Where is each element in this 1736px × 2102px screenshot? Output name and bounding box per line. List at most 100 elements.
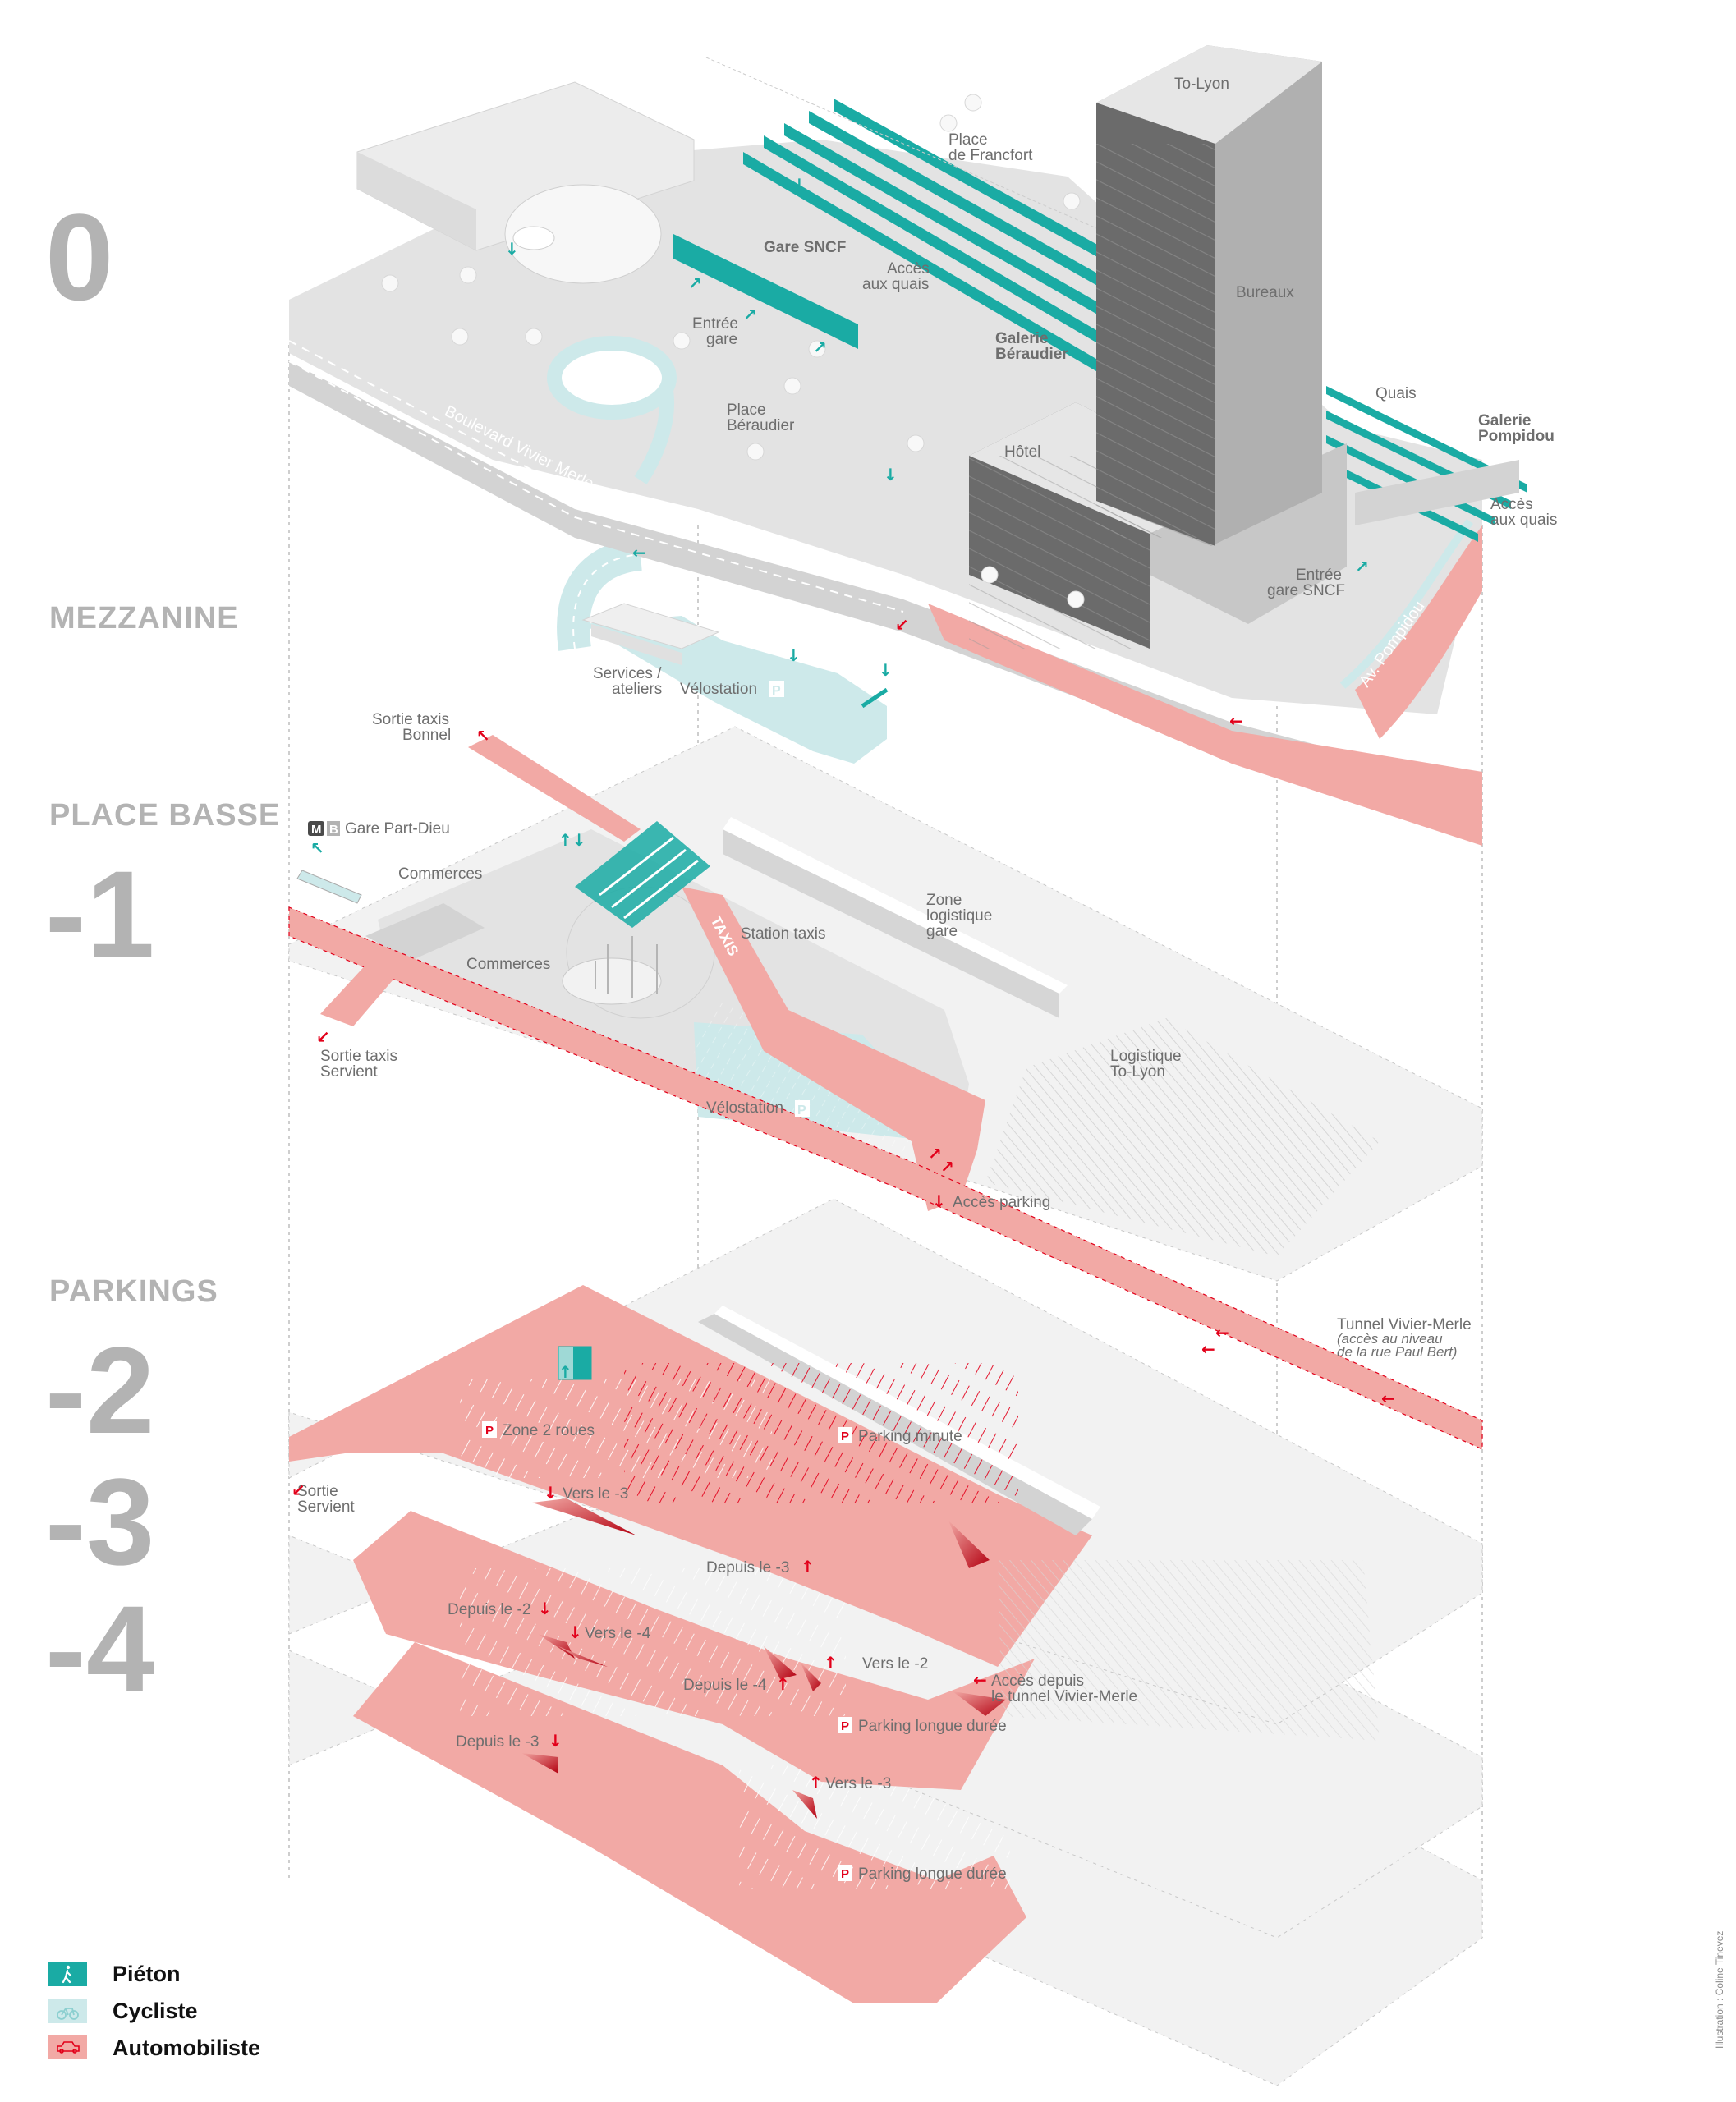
legend-item-motorist: Automobiliste xyxy=(48,2035,260,2060)
arrow-down-icon: ↓ xyxy=(549,1731,563,1751)
arrow-up-left-icon: ↖ xyxy=(476,726,490,746)
legend-label-cyclist: Cycliste xyxy=(113,1999,198,2023)
arrow-up-down-icon: ↑↓ xyxy=(558,1362,586,1382)
parking-tag-velostation xyxy=(795,1100,810,1117)
label-place-beraudier-1: Place xyxy=(727,402,766,419)
label-acces-quais-2b: aux quais xyxy=(1490,512,1557,529)
arrow-down-icon: ↓ xyxy=(787,645,801,665)
label-tunnel-2: (accès au niveau xyxy=(1337,1331,1443,1347)
parking-tag-longue-2 xyxy=(838,1865,852,1881)
taxi-exit-servient xyxy=(320,961,402,1026)
svg-text:B: B xyxy=(329,823,338,837)
ramp-vers-m3 xyxy=(532,1498,636,1535)
label-logistique-tolyon-1: Logistique xyxy=(1110,1048,1182,1065)
arrow-up-right-icon: ↗ xyxy=(940,1157,954,1177)
direction-arrows: ↓ ↓ ↗ ↗ ↗ ↓ ↗ ← ↓ ↓ ↙ ← ↖ ↖ ↑↓ ↙ ↗ ↗ ↓ ←… xyxy=(292,175,1395,1792)
arrow-down-icon: ↓ xyxy=(538,1599,552,1618)
bicycle-icon xyxy=(57,2008,79,2020)
label-vers-m2: Vers le -2 xyxy=(862,1655,928,1673)
arrow-up-right-icon: ↗ xyxy=(928,1144,942,1163)
svg-text:P: P xyxy=(772,684,781,698)
parking-floor-minus4 xyxy=(353,1642,1026,2003)
arrow-up-right-icon: ↗ xyxy=(688,273,702,293)
legend-item-cyclist: Cycliste xyxy=(48,1999,198,2023)
svg-text:M: M xyxy=(311,823,322,837)
label-gare-sncf: Gare SNCF xyxy=(764,239,846,256)
label-place-francfort-1: Place xyxy=(948,131,988,149)
label-parking-sortie-2: Servient xyxy=(297,1498,355,1516)
label-galerie-beraudier-2: Béraudier xyxy=(995,346,1068,363)
label-to-lyon: To-Lyon xyxy=(1174,76,1229,93)
legend-item-pedestrian: Piéton xyxy=(48,1962,181,1986)
label-place-francfort-2: de Francfort xyxy=(948,147,1033,164)
svg-text:P: P xyxy=(841,1430,849,1443)
label-acces-parking: Accès parking xyxy=(953,1194,1050,1211)
label-commerces-1: Commerces xyxy=(398,865,482,883)
level-minus4-number: -4 xyxy=(45,1580,154,1718)
label-zone-logistique-2: logistique xyxy=(926,907,992,925)
label-galerie-pompidou-2: Pompidou xyxy=(1478,428,1555,445)
illustration-credit: Illustration : Coline Tinevez xyxy=(1714,1931,1725,2049)
label-acces-tunnel-2: le tunnel Vivier-Merle xyxy=(991,1688,1137,1705)
level-mezzanine-name: MEZZANINE xyxy=(49,601,239,636)
arrow-up-right-icon: ↗ xyxy=(1355,557,1369,576)
svg-text:P: P xyxy=(841,1867,849,1881)
ramp-acces-tunnel xyxy=(953,1691,1006,1716)
arrow-left-icon: ← xyxy=(632,543,646,562)
label-entree-gare-sncf-2: gare SNCF xyxy=(1267,582,1345,599)
services-ateliers-block xyxy=(581,603,720,649)
ramp-vers-m2 xyxy=(801,1663,821,1691)
arrow-left-icon: ← xyxy=(1215,1323,1229,1342)
label-sortie-servient-1: Sortie taxis xyxy=(320,1048,397,1065)
label-sortie-servient-2: Servient xyxy=(320,1063,378,1081)
label-vers-m3-b: Vers le -3 xyxy=(825,1775,891,1792)
arrow-left-icon: ← xyxy=(973,1670,987,1690)
parking-tag-minute xyxy=(838,1427,852,1443)
label-entree-gare-2: gare xyxy=(706,331,737,348)
arrow-down-icon: ↓ xyxy=(932,1191,946,1211)
label-galerie-beraudier-1: Galerie xyxy=(995,330,1048,347)
label-place-beraudier-2: Béraudier xyxy=(727,417,795,434)
label-depuis-m3-b: Depuis le -3 xyxy=(456,1733,539,1751)
arrow-up-right-icon: ↗ xyxy=(743,305,757,324)
legend-swatch-motorist xyxy=(48,2035,87,2059)
legend-label-pedestrian: Piéton xyxy=(113,1962,181,1986)
level-place-basse-name: PLACE BASSE xyxy=(49,798,280,833)
arrow-down-icon: ↓ xyxy=(505,239,519,259)
ramp-depuis-m4 xyxy=(764,1646,797,1679)
label-entree-gare-1: Entrée xyxy=(692,315,738,333)
label-gare-part-dieu: Gare Part-Dieu xyxy=(345,820,450,838)
label-acces-tunnel-1: Accès depuis xyxy=(991,1673,1084,1690)
arrow-up-left-icon: ↖ xyxy=(310,838,324,858)
label-quais: Quais xyxy=(1375,385,1417,402)
parking-tag-2roues xyxy=(482,1421,497,1438)
car-icon xyxy=(57,2041,80,2054)
trees xyxy=(595,936,658,998)
arrow-down-left-icon: ↙ xyxy=(895,615,909,635)
parking-level-minus3 xyxy=(288,1411,1483,1939)
taxi-lane xyxy=(682,887,985,1211)
arrow-up-icon: ↑ xyxy=(809,1773,823,1792)
parking-tag-longue-1 xyxy=(838,1717,852,1733)
label-services-1: Services / xyxy=(593,665,662,682)
arrow-down-left-icon: ↙ xyxy=(316,1027,330,1047)
label-depuis-m4: Depuis le -4 xyxy=(683,1677,767,1694)
svg-text:P: P xyxy=(797,1104,806,1118)
arrow-up-icon: ↑ xyxy=(801,1557,815,1576)
level-minus2-number: -2 xyxy=(45,1321,154,1459)
label-vers-m4: Vers le -4 xyxy=(585,1625,651,1642)
escalators xyxy=(575,821,710,928)
label-acces-quais-2a: Accès xyxy=(1490,496,1533,513)
arrow-down-icon: ↓ xyxy=(792,175,806,195)
pedestrian-icon xyxy=(62,1965,72,1984)
label-entree-gare-sncf-1: Entrée xyxy=(1296,567,1342,584)
label-depuis-m2: Depuis le -2 xyxy=(448,1601,530,1618)
legend-swatch-cyclist xyxy=(48,1999,87,2023)
arrow-down-icon: ↓ xyxy=(568,1622,582,1642)
parking-level-minus2 xyxy=(288,1198,1483,1819)
taxi-exit-bonnel xyxy=(468,735,641,842)
tunnel-vivier-merle xyxy=(288,906,1483,1450)
arrow-down-left-icon: ↙ xyxy=(292,1480,305,1500)
road-front xyxy=(928,604,1482,846)
